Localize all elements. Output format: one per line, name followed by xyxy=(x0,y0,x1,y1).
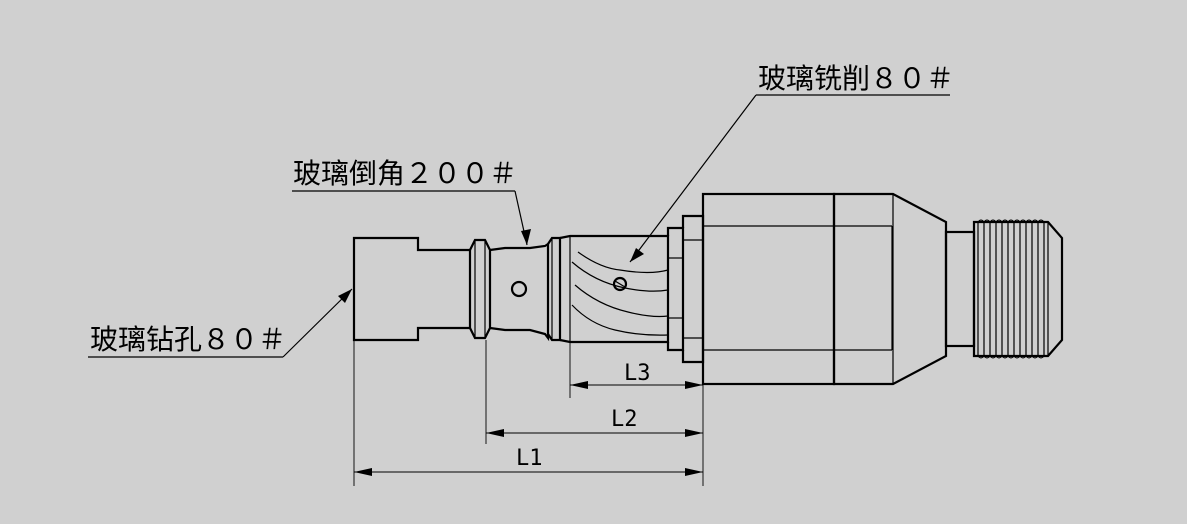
dimension-l1: L1 xyxy=(516,446,543,471)
leader-lines xyxy=(88,94,950,358)
tool-body xyxy=(352,192,1064,386)
dimension-l2: L2 xyxy=(611,407,638,432)
dimension-lines xyxy=(353,340,704,486)
milling-callout: 玻璃铣削８０＃ xyxy=(758,62,954,95)
drill-callout: 玻璃钻孔８０＃ xyxy=(90,323,286,356)
chamfer-callout: 玻璃倒角２００＃ xyxy=(293,157,517,190)
dimension-l3: L3 xyxy=(624,361,651,386)
